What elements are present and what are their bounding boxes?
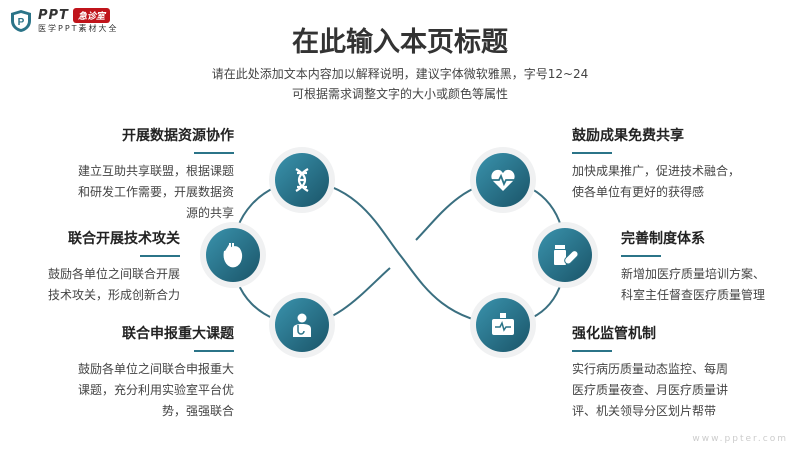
heart-pulse-circle (470, 147, 536, 213)
item-text: 鼓励各单位之间联合开展 (47, 267, 180, 281)
desc-line: 可根据需求调整文字的大小或颜色等属性 (291, 87, 508, 101)
item-text: 建立互助共享联盟，根据课题 (77, 164, 234, 178)
title-underline (572, 152, 612, 154)
watermark: www.ppter.com (692, 434, 788, 444)
item-system: 完善制度体系 新增加医疗质量培训方案、科室主任督查医疗质量管理 (621, 228, 800, 306)
item-free-sharing: 鼓励成果免费共享 加快成果推广，促进技术融合， 使各单位有更好的获得感 (572, 125, 762, 203)
dna-icon (295, 168, 309, 192)
item-supervision: 强化监管机制 实行病历质量动态监控、每周医疗质量夜查、月医疗质量讲评、机关领导分… (572, 323, 762, 422)
item-text: 科室主任督查医疗质量管理 (621, 288, 766, 302)
item-text: 评、机关领导分区划片帮带 (572, 404, 717, 418)
item-text: 势，强强联合 (161, 404, 234, 418)
item-title: 完善制度体系 (621, 231, 705, 247)
shield-logo-icon: P (11, 10, 31, 32)
item-text: 实行病历质量动态监控、每周 (572, 362, 729, 376)
item-text: 鼓励各单位之间联合申报重大 (77, 362, 234, 376)
desc-line: 请在此处添加文本内容加以解释说明，建议字体微软雅黑，字号12~24 (211, 67, 589, 81)
doctor-icon (293, 313, 311, 337)
item-title: 强化监管机制 (572, 326, 656, 342)
heart-organ-circle (200, 222, 266, 288)
pills-circle (532, 222, 598, 288)
item-text: 源的共享 (185, 206, 234, 220)
heart-organ-icon (223, 243, 243, 268)
item-joint-research: 联合开展技术攻关 鼓励各单位之间联合开展技术攻关，形成创新合力 (0, 228, 180, 306)
item-title: 鼓励成果免费共享 (572, 128, 684, 144)
item-text: 医疗质量夜查、月医疗质量讲 (572, 383, 729, 397)
item-text: 和研发工作需要，开展数据资 (77, 185, 234, 199)
monitor-circle (470, 292, 536, 358)
item-data-collaboration: 开展数据资源协作 建立互助共享联盟，根据课题和研发工作需要，开展数据资源的共享 (44, 125, 234, 224)
heart-pulse-icon (491, 169, 515, 191)
title-underline (572, 350, 612, 352)
page-title: 在此输入本页标题 (292, 27, 508, 58)
title-underline (140, 255, 180, 257)
item-joint-application: 联合申报重大课题 鼓励各单位之间联合申报重大课题，充分利用实验室平台优势，强强联… (44, 323, 234, 422)
item-text: 使各单位有更好的获得感 (572, 185, 705, 199)
dna-circle (269, 147, 335, 213)
pills-icon (554, 245, 579, 265)
page-description: 请在此处添加文本内容加以解释说明，建议字体微软雅黑，字号12~24 可根据需求调… (0, 64, 800, 104)
title-underline (621, 255, 661, 257)
title-underline (194, 152, 234, 154)
item-text: 课题，充分利用实验室平台优 (77, 383, 234, 397)
item-text: 加快成果推广，促进技术融合， (572, 164, 741, 178)
brand-subtitle: 医学PPT素材大全 (38, 24, 119, 33)
doctor-circle (269, 292, 335, 358)
item-text: 技术攻关，形成创新合力 (47, 288, 180, 302)
title-underline (194, 350, 234, 352)
item-title: 联合申报重大课题 (122, 326, 234, 342)
svg-text:P: P (18, 17, 25, 28)
monitor-icon (492, 313, 514, 335)
brand-badge: 急诊室 (72, 8, 110, 23)
item-title: 联合开展技术攻关 (68, 231, 180, 247)
item-title: 开展数据资源协作 (122, 128, 234, 144)
item-text: 新增加医疗质量培训方案、 (621, 267, 766, 281)
brand-name: PPT (38, 8, 69, 23)
